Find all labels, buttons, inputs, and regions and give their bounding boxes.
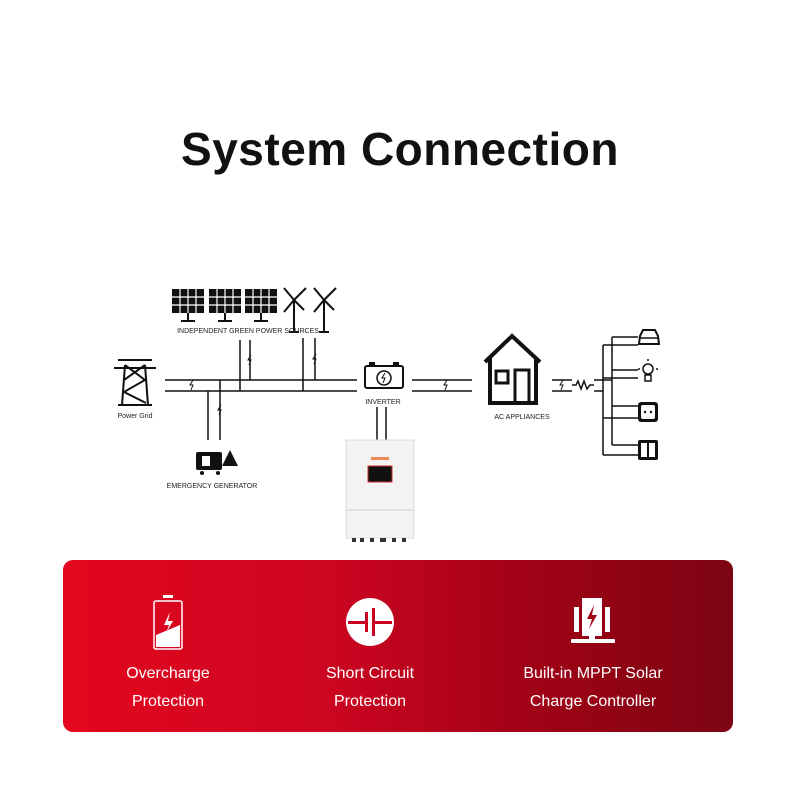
ac-appliances-label: AC APPLIANCES (494, 414, 550, 421)
solar-panel-icon (171, 288, 205, 322)
generator-label: EMERGENCY GENERATOR (167, 483, 258, 490)
mppt-controller-icon (571, 598, 615, 643)
short-circuit-icon (346, 598, 394, 646)
inverter-device-image (345, 439, 415, 542)
power-grid-tower-icon (114, 359, 156, 406)
inverter-icon (364, 362, 404, 389)
system-connection-diagram: INDEPENDENT GREEN POWER SOURCES Power Gr… (114, 287, 661, 542)
power-socket-icon (638, 402, 658, 422)
wiring (165, 336, 638, 456)
page-title: System Connection (181, 123, 619, 175)
green-sources-label: INDEPENDENT GREEN POWER SOURCES (177, 328, 319, 335)
light-bulb-icon (638, 359, 658, 382)
solar-panel-icon (244, 288, 278, 322)
car-icon (637, 329, 661, 345)
solar-panel-icon (208, 288, 242, 322)
wind-turbine-icon (283, 287, 307, 333)
generator-icon (196, 450, 238, 475)
light-switch-icon (638, 440, 658, 460)
inverter-label: INVERTER (365, 399, 400, 406)
wind-turbine-icon (313, 287, 337, 333)
battery-charge-icon (153, 595, 183, 650)
power-grid-label: Power Grid (117, 413, 152, 420)
house-icon (483, 333, 542, 405)
